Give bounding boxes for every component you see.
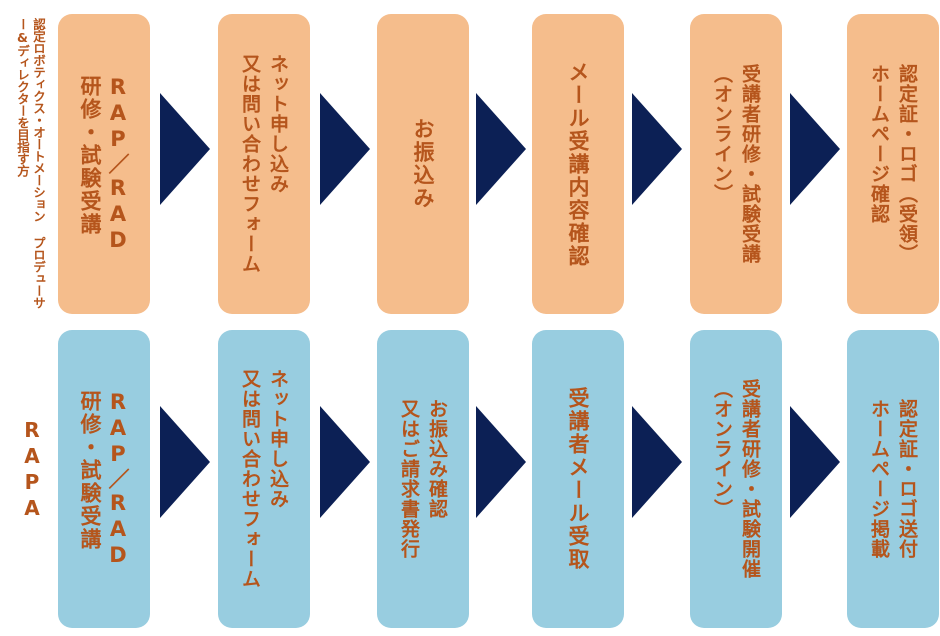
top-step-6-text: 認定証・ロゴ（受領） ホームページ確認 — [868, 64, 918, 264]
bottom-step-2-box: ネット申し込み 又は問い合わせフォーム — [218, 330, 310, 628]
top-step-5-text: 受講者研修・試験受講 （オンライン） — [711, 64, 761, 264]
top-step-3-text: お振込み — [411, 118, 435, 210]
row-label-top: 認定ロボティクス・オートメーション プロデューサー&ディレクターを目指す方 — [15, 18, 46, 309]
bottom-arrow-3 — [476, 406, 526, 518]
top-arrow-3 — [476, 93, 526, 205]
top-step-1-box: RAP／RAD 研修・試験受講 — [58, 14, 150, 314]
bottom-step-5-box: 受講者研修・試験開催 （オンライン） — [690, 330, 782, 628]
row-label-bottom: RAPA — [20, 418, 44, 522]
top-step-1-text: RAP／RAD 研修・試験受講 — [78, 74, 130, 254]
bottom-arrow-4 — [632, 406, 682, 518]
top-arrow-5 — [790, 93, 840, 205]
top-arrow-1 — [160, 93, 210, 205]
bottom-step-3-box: お振込み確認 又はご請求書発行 — [377, 330, 469, 628]
bottom-step-1-text: RAP／RAD 研修・試験受講 — [78, 389, 130, 569]
bottom-step-1-box: RAP／RAD 研修・試験受講 — [58, 330, 150, 628]
top-arrow-2 — [320, 93, 370, 205]
top-arrow-4 — [632, 93, 682, 205]
bottom-step-4-box: 受講者メール受取 — [532, 330, 624, 628]
bottom-step-5-text: 受講者研修・試験開催 （オンライン） — [711, 379, 761, 579]
top-step-6-box: 認定証・ロゴ（受領） ホームページ確認 — [847, 14, 939, 314]
bottom-step-6-text: 認定証・ロゴ送付 ホームページ掲載 — [868, 399, 918, 559]
bottom-arrow-2 — [320, 406, 370, 518]
top-step-2-text: ネット申し込み 又は問い合わせフォーム — [239, 54, 289, 274]
bottom-step-2-text: ネット申し込み 又は問い合わせフォーム — [239, 369, 289, 589]
bottom-step-6-box: 認定証・ロゴ送付 ホームページ掲載 — [847, 330, 939, 628]
bottom-arrow-5 — [790, 406, 840, 518]
bottom-arrow-1 — [160, 406, 210, 518]
bottom-step-3-text: お振込み確認 又はご請求書発行 — [398, 399, 448, 559]
bottom-step-4-text: 受講者メール受取 — [566, 387, 590, 571]
top-step-4-text: メール受講内容確認 — [566, 60, 590, 268]
top-step-4-box: メール受講内容確認 — [532, 14, 624, 314]
top-step-2-box: ネット申し込み 又は問い合わせフォーム — [218, 14, 310, 314]
top-step-3-box: お振込み — [377, 14, 469, 314]
top-step-5-box: 受講者研修・試験受講 （オンライン） — [690, 14, 782, 314]
